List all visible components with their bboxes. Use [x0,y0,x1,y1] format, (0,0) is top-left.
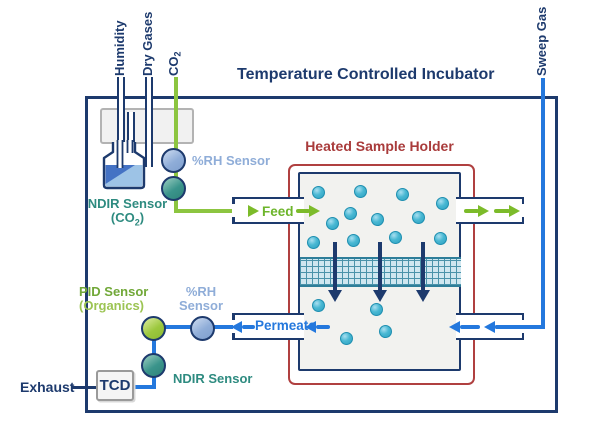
tcd-line [132,385,156,389]
gas-molecule-dot [388,230,402,244]
permeate-label: Permeate [255,318,316,333]
gas-molecule-dot [325,216,339,230]
gas-molecule-dot [311,185,325,199]
gas-molecule-dot [353,184,367,198]
dry-gases-label: Dry Gases [140,4,155,76]
co2-line [174,77,178,213]
outlet-arrow-2 [509,204,520,217]
outlet-arrow-2-shaft [494,209,510,213]
membrane-down-arrow [372,242,388,304]
ndir-sensor-bottom-node [141,353,166,378]
gas-molecule-dot [343,206,357,220]
permeate-arrow-1 [231,320,242,333]
gas-molecule-dot [433,231,447,245]
sweep-gas-label: Sweep Gas [534,4,549,76]
sweep-gas-line [541,78,545,329]
sample-holder-title: Heated Sample Holder [305,138,454,154]
humidifier-flask-icon [102,140,146,190]
ndir-sensor-top-node [161,176,186,201]
outlet-arrow-1-shaft [464,209,479,213]
feed-label: Feed [262,204,294,219]
rh-sensor-bottom-label: %RH Sensor [176,285,226,313]
rh-sensor-top-node [161,148,186,173]
sweep-arrow-2-shaft [460,325,480,329]
sweep-arrow-2 [449,320,460,333]
feed-arrow-2 [309,204,320,217]
gas-molecule-dot [306,235,320,249]
heater-outline [288,164,475,385]
co2-feed-line [174,209,250,213]
pid-sensor-label: PID Sensor (Organics) [79,285,148,313]
rh-sensor-bottom-label-line2: Sensor [178,298,224,313]
gas-molecule-dot [378,324,392,338]
permeate-arrow-2 [305,320,316,333]
ndir-sensor-top-label-line1: NDIR Sensor [87,196,168,211]
tcd-box: TCD [96,370,134,401]
membrane-down-arrow [415,242,431,304]
pid-sensor-label-line1: PID Sensor [79,284,149,299]
feed-arrow-2-shaft [296,209,310,213]
gas-molecule-dot [395,187,409,201]
humidity-label-text: Humidity [112,20,127,76]
pid-sensor-node [141,316,166,341]
ndir-sensor-top-label: NDIR Sensor (CO2) [85,197,170,230]
dry-gases-tube [145,77,153,167]
exhaust-line [71,385,97,389]
rh-sensor-bottom-node [190,316,215,341]
co2-label-text: CO2 [166,51,183,76]
ndir-sensor-top-label-line2: (CO2) [110,210,145,228]
gas-molecule-dot [411,210,425,224]
permeate-arrow-1-shaft [242,325,255,329]
gas-molecule-dot [339,331,353,345]
gas-molecule-dot [346,233,360,247]
gas-molecule-dot [370,212,384,226]
pid-sensor-label-line2: (Organics) [79,298,145,313]
gas-molecule-dot [369,302,383,316]
gas-molecule-dot [435,196,449,210]
exhaust-label: Exhaust [20,379,75,395]
humidity-tube [117,77,125,162]
gas-molecule-dot [311,298,325,312]
sweep-gas-label-text: Sweep Gas [534,6,549,76]
rh-sensor-bottom-label-line1: %RH [185,284,217,299]
rh-sensor-top-label: %RH Sensor [192,153,271,168]
tcd-label: TCD [99,377,131,394]
sweep-arrow-1-shaft [495,325,545,329]
feed-channel [232,197,304,224]
membrane-down-arrow [327,242,343,304]
sweep-arrow-1 [484,320,495,333]
incubator-title: Temperature Controlled Incubator [237,66,495,83]
ndir-sensor-bottom-label: NDIR Sensor [173,371,253,386]
co2-label: CO2 [166,4,183,76]
permeate-arrow-2-shaft [316,325,330,329]
outlet-arrow-1 [478,204,489,217]
humidifier-outlet-tube [127,112,135,142]
humidity-label: Humidity [112,4,127,76]
feed-arrow-in [248,204,259,217]
dry-gases-label-text: Dry Gases [140,11,155,76]
